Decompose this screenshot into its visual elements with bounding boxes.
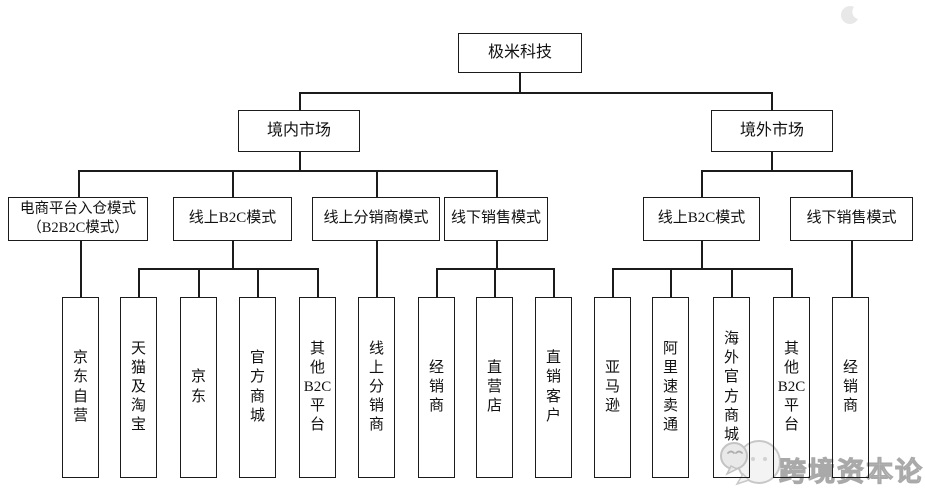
node-label: 亚马逊 [604, 359, 620, 415]
node-online-b2c-mode-overseas: 线上B2C模式 [643, 197, 760, 241]
node-overseas-market: 境外市场 [711, 110, 833, 152]
connector-line [731, 268, 733, 297]
connector-line [612, 268, 614, 297]
node-dealer-domestic: 经销商 [418, 297, 455, 478]
connector-line [436, 268, 438, 297]
connector-line [701, 170, 703, 197]
connector-line [299, 92, 301, 110]
connector-line [299, 92, 773, 94]
connector-line [232, 241, 234, 269]
node-label: 官方商城 [249, 350, 265, 424]
node-aliexpress: 阿里速卖通 [652, 297, 689, 478]
connector-line [494, 268, 496, 297]
connector-line [80, 241, 82, 297]
node-jd: 京东 [180, 297, 217, 478]
node-label: 经销商 [428, 359, 444, 415]
connector-line [232, 170, 234, 197]
connector-line [299, 152, 301, 170]
node-label: 线上分销商模式 [323, 210, 429, 227]
node-label: 电商平台入仓模式（B2B2C模式） [20, 201, 136, 236]
connector-line [851, 170, 853, 197]
connector-line [376, 241, 378, 297]
node-tmall-taobao: 天猫及淘宝 [120, 297, 157, 478]
node-dealer-overseas: 经销商 [832, 297, 869, 478]
connector-line [771, 152, 773, 170]
node-label: 境内市场 [266, 121, 331, 139]
node-label: 线上分销商 [368, 340, 384, 434]
node-jd-self-operated: 京东自营 [62, 297, 99, 478]
connector-line [78, 170, 497, 172]
node-label: 天猫及淘宝 [130, 340, 146, 434]
node-label: 直销客户 [545, 350, 561, 424]
node-official-mall-domestic: 官方商城 [239, 297, 276, 478]
connector-line [198, 268, 200, 297]
node-label: 线上B2C模式 [188, 210, 277, 227]
connector-line [701, 170, 852, 172]
node-online-distributor-mode: 线上分销商模式 [312, 197, 440, 241]
node-label: 境外市场 [739, 121, 804, 139]
connector-line [519, 73, 521, 92]
chat-bubbles-face-icon [720, 440, 781, 486]
connector-line [612, 268, 792, 270]
node-b2b2c-warehouse-mode: 电商平台入仓模式（B2B2C模式） [8, 197, 148, 241]
node-label: 京东自营 [72, 350, 88, 424]
node-overseas-official-mall: 海外官方商城 [713, 297, 750, 478]
node-label: 线下销售模式 [450, 210, 541, 227]
node-direct-sales-customer: 直销客户 [535, 297, 572, 478]
connector-line [138, 268, 140, 297]
crescent-icon [840, 6, 858, 25]
watermark-text: 跨境资本论 [779, 457, 924, 488]
connector-line [851, 241, 853, 297]
node-domestic-market: 境内市场 [238, 110, 360, 152]
node-label: 海外官方商城 [723, 331, 739, 443]
connector-line [701, 241, 703, 269]
node-label: 京东 [190, 369, 206, 405]
node-label: 极米科技 [487, 43, 552, 61]
node-online-distributor: 线上分销商 [358, 297, 395, 478]
connector-line [257, 268, 259, 297]
connector-line [670, 268, 672, 297]
node-direct-store: 直营店 [476, 297, 513, 478]
node-label: 经销商 [842, 359, 858, 415]
node-label: 线下销售模式 [806, 210, 897, 227]
connector-line [78, 170, 80, 197]
connector-line [553, 268, 555, 297]
node-label: 线上B2C模式 [657, 210, 746, 227]
connector-line [496, 170, 498, 197]
connector-line [376, 170, 378, 197]
connector-line [771, 92, 773, 110]
node-offline-sales-mode-domestic: 线下销售模式 [444, 197, 548, 241]
node-amazon: 亚马逊 [594, 297, 631, 478]
node-company-root: 极米科技 [458, 33, 582, 73]
node-online-b2c-mode-domestic: 线上B2C模式 [173, 197, 292, 241]
connector-line [496, 241, 498, 269]
node-offline-sales-mode-overseas: 线下销售模式 [790, 197, 913, 241]
connector-line [317, 268, 319, 297]
node-label: 直营店 [486, 359, 502, 415]
node-label: 阿里速卖通 [662, 340, 678, 434]
connector-line [138, 268, 318, 270]
connector-line [791, 268, 793, 297]
